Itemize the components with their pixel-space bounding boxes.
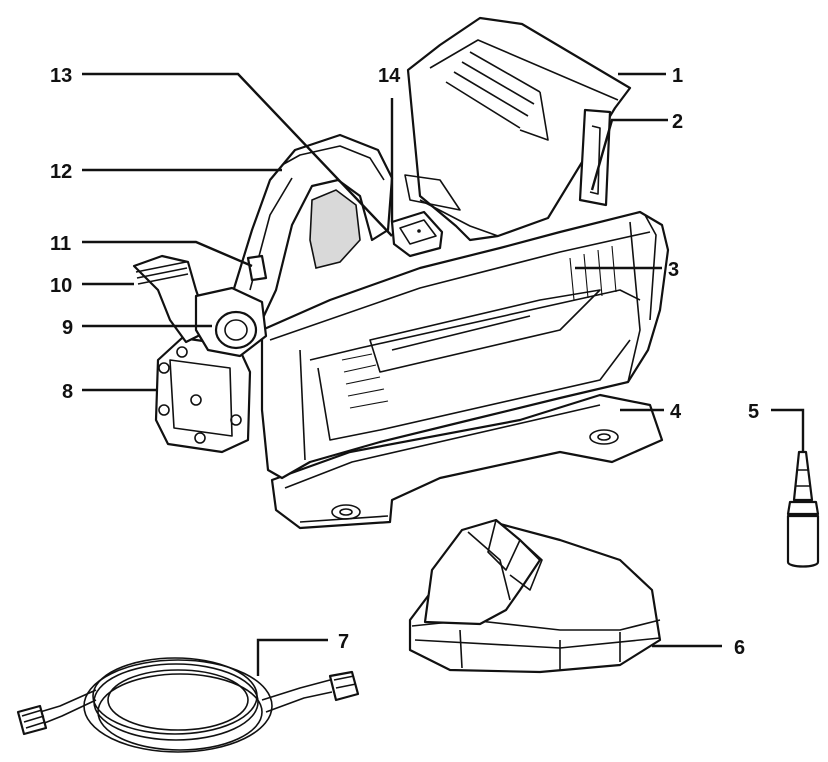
leader-11 (82, 240, 253, 268)
callout-4: 4 (670, 401, 682, 423)
callout-labels: 1 2 3 4 5 6 7 8 9 10 11 12 13 14 (50, 65, 759, 659)
leader-13 (82, 72, 393, 237)
callout-6: 6 (734, 637, 745, 659)
callout-2: 2 (672, 111, 683, 133)
filter-cover (408, 518, 662, 674)
power-switch (390, 210, 444, 258)
main-unit-body (260, 210, 670, 530)
callout-1: 1 (672, 65, 683, 87)
suction-hose (16, 657, 360, 753)
lubricant-bottle (786, 450, 820, 568)
pump-assembly (132, 254, 268, 454)
callout-9: 9 (62, 317, 73, 339)
leader-7 (256, 638, 328, 676)
carry-handle (230, 133, 394, 322)
paint-container-lid (404, 16, 632, 242)
callout-12: 12 (50, 161, 72, 183)
leader-2 (590, 118, 668, 191)
callout-10: 10 (50, 275, 72, 297)
callout-11: 11 (50, 233, 71, 255)
leader-5 (771, 408, 805, 452)
callout-13: 13 (50, 65, 72, 87)
callout-7: 7 (338, 631, 349, 653)
leader-lines (82, 72, 805, 676)
callout-5: 5 (748, 401, 759, 423)
callout-3: 3 (668, 259, 679, 281)
callout-8: 8 (62, 381, 73, 403)
callout-14: 14 (378, 65, 401, 87)
